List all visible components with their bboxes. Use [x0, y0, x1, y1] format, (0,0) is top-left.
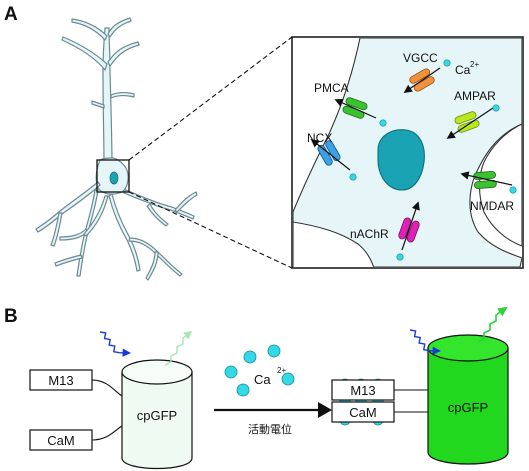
- label-vgcc: VGCC: [403, 51, 438, 65]
- pmca-channel-icon: [342, 97, 368, 119]
- action-potential-caption: 活動電位: [248, 422, 292, 436]
- label-ca-ion-b: Ca: [254, 372, 271, 387]
- vgcc-influx-arrow: [403, 67, 441, 93]
- transition-arrow-head: [318, 402, 332, 418]
- soma-nucleus: [109, 171, 119, 185]
- calcium-ions-a: [349, 59, 517, 261]
- emission-light-icon-dim: [164, 330, 193, 366]
- nachr-influx-arrow: [401, 201, 420, 251]
- vgcc-channel-icon: [409, 68, 435, 92]
- label-ca-charge-a: 2+: [470, 60, 479, 69]
- zoom-selection-box: [96, 159, 130, 193]
- cam-label-resting: CaM: [47, 433, 74, 448]
- label-ca-ion-a: Ca: [455, 63, 471, 77]
- label-nachr: nAChR: [350, 227, 389, 241]
- excitation-light-icon-active: [409, 329, 442, 355]
- label-ampar: AMPAR: [454, 89, 496, 103]
- ampar-influx-arrow: [446, 107, 494, 139]
- cell-nucleus: [377, 129, 425, 191]
- neuron-illustration: [35, 17, 198, 281]
- ampar-channel-icon: [454, 111, 480, 133]
- cpgfp-label-resting: cpGFP: [137, 408, 177, 423]
- label-nmdar: NMDAR: [470, 199, 514, 213]
- nachr-channel-icon: [398, 217, 420, 243]
- cam-label-active: CaM: [349, 405, 376, 420]
- ncx-efflux-arrow: [310, 138, 351, 171]
- zoom-line-top: [128, 36, 293, 161]
- label-pmca: PMCA: [314, 81, 349, 95]
- excitation-light-icon-resting: [99, 331, 132, 357]
- sensor-activated: cpGFP M13 CaM: [331, 334, 509, 465]
- label-ca-charge-b: 2+: [277, 366, 286, 375]
- panel-label-a: A: [4, 4, 18, 25]
- label-ncx: NCX: [307, 131, 332, 145]
- zoom-line-bottom: [128, 191, 293, 269]
- emission-light-icon-bright: [477, 306, 508, 343]
- m13-label-resting: M13: [48, 373, 73, 388]
- nmdar-influx-arrow: [460, 171, 513, 186]
- cpgfp-label-active: cpGFP: [448, 400, 488, 415]
- m13-label-active: M13: [350, 383, 375, 398]
- sensor-resting: cpGFP M13 CaM: [29, 359, 193, 470]
- panel-label-b: B: [4, 306, 18, 327]
- ion-flux-arrows: [310, 67, 513, 251]
- calcium-ions-b: [224, 344, 295, 397]
- pmca-efflux-arrow: [334, 98, 377, 119]
